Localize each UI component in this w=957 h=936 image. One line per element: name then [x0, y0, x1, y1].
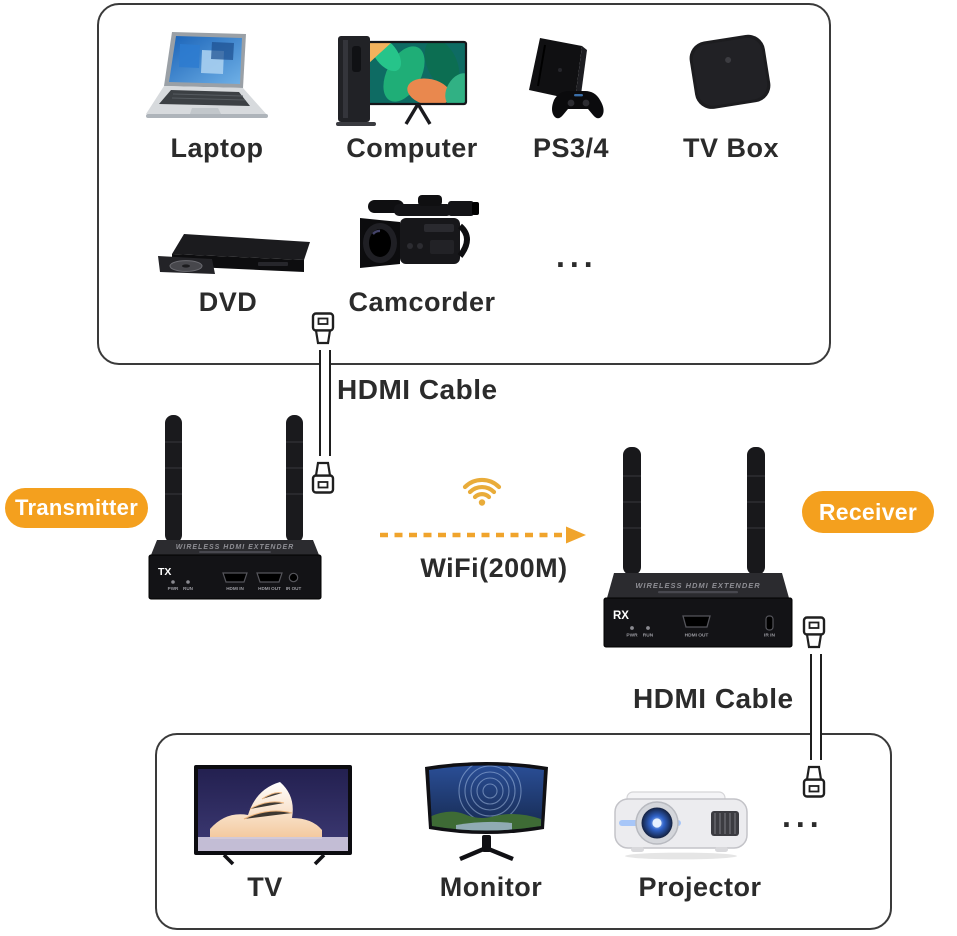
- receiver-device-image: WIRELESS HDMI EXTENDER RX PWR RUN HDMI O…: [603, 447, 793, 648]
- hdmi-plug-icon: [311, 312, 335, 345]
- transmitter-lid-text: WIRELESS HDMI EXTENDER: [176, 544, 294, 551]
- hdmi-plug-icon: [802, 765, 826, 798]
- tv-image: [194, 765, 352, 866]
- hdmi-cable-bottom-label: HDMI Cable: [633, 683, 794, 714]
- receiver-pwr-label: PWR: [626, 633, 638, 639]
- transmitter-hdmi-in-label: HDMI IN: [226, 586, 244, 591]
- more-outputs-ellipsis: ...: [782, 798, 824, 834]
- hdmi-plug-icon: [802, 616, 826, 649]
- receiver-ir-in-label: IR IN: [764, 633, 775, 639]
- hdmi-plug-icon: [311, 461, 335, 494]
- transmitter-run-label: RUN: [183, 586, 194, 591]
- laptop-image: [146, 32, 268, 118]
- dvd-player-image: [158, 234, 310, 274]
- hdmi-cable-line: [810, 654, 822, 760]
- label-dvd: DVD: [198, 287, 258, 317]
- receiver-hdmi-out-label: HDMI OUT: [685, 633, 709, 639]
- label-computer: Computer: [346, 133, 478, 163]
- label-projector: Projector: [638, 872, 762, 902]
- hdmi-cable-top-label: HDMI Cable: [337, 374, 498, 405]
- receiver-run-label: RUN: [643, 633, 654, 639]
- transmitter-ir-out-label: IR OUT: [286, 586, 302, 591]
- label-camcorder: Camcorder: [348, 287, 496, 317]
- game-console-image: [529, 38, 604, 119]
- transmitter-pwr-label: PWR: [168, 586, 179, 591]
- receiver-badge: Receiver: [802, 491, 934, 533]
- desktop-computer-image: [336, 36, 468, 126]
- transmitter-badge: Transmitter: [5, 488, 148, 528]
- wifi-icon: [462, 477, 502, 506]
- projector-image: [614, 791, 748, 860]
- more-sources-ellipsis: ...: [556, 238, 598, 274]
- receiver-id-label: RX: [613, 610, 629, 622]
- label-tv-box: TV Box: [682, 133, 779, 163]
- transmitter-device-image: WIRELESS HDMI EXTENDER TX PWR RUN HDMI I…: [148, 415, 322, 600]
- tv-box-image: [689, 34, 771, 109]
- receiver-lid-text: WIRELESS HDMI EXTENDER: [635, 581, 760, 590]
- camcorder-image: [360, 195, 479, 268]
- monitor-image: [425, 762, 548, 862]
- label-monitor: Monitor: [439, 872, 543, 902]
- hdmi-cable-line: [319, 350, 331, 456]
- wifi-distance-label: WiFi(200M): [420, 553, 568, 583]
- label-tv: TV: [247, 872, 283, 902]
- transmitter-id-label: TX: [158, 566, 171, 578]
- transmitter-hdmi-out-label: HDMI OUT: [258, 586, 281, 591]
- label-ps34: PS3/4: [532, 133, 610, 163]
- dashed-arrow-icon: [380, 526, 586, 544]
- label-laptop: Laptop: [170, 133, 264, 163]
